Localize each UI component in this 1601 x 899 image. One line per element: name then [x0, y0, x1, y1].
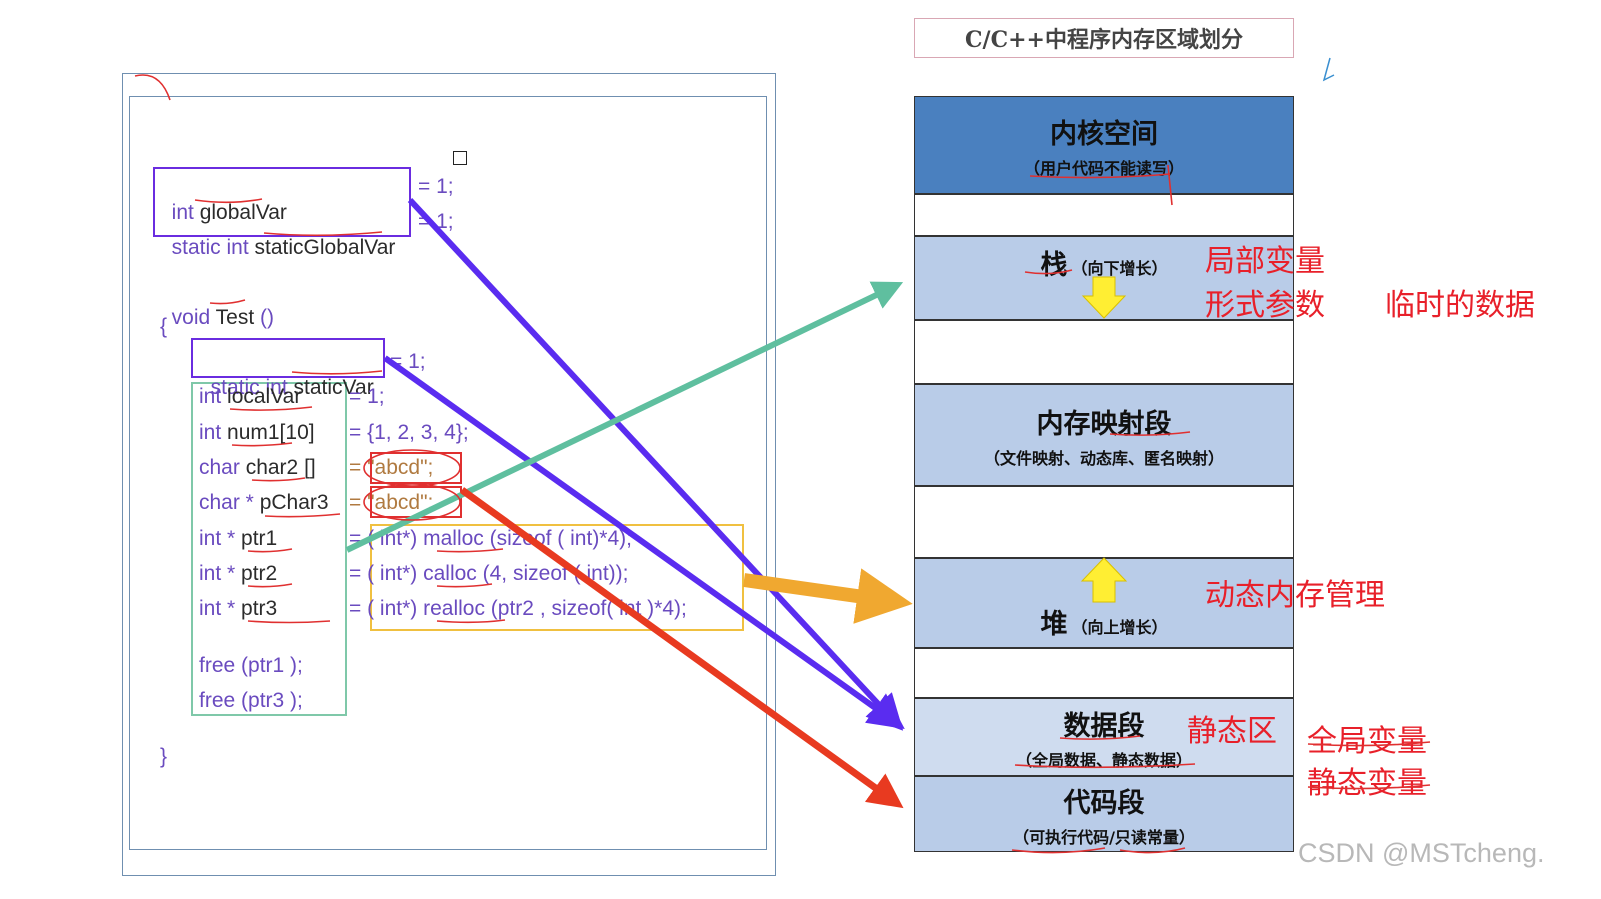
- code-identifier: Test: [215, 306, 255, 329]
- note-local-vars: 局部变量: [1205, 244, 1325, 279]
- code-line-static-global-var: static int staticGlobalVar: [160, 209, 396, 261]
- segment-text-sub: （可执行代码/只读常量）: [1013, 827, 1195, 847]
- code-init-static-var: = 1;: [390, 350, 426, 373]
- code-line-pchar3: char * pChar3: [199, 490, 329, 516]
- code-type: char: [199, 456, 240, 479]
- segment-data-sub: （全局数据、静态数据）: [1015, 750, 1192, 770]
- code-type: int *: [199, 527, 236, 550]
- code-close-brace: }: [160, 745, 168, 768]
- code-init-pchar3: = "abcd";: [349, 491, 434, 514]
- diagram-title: C/C++中程序内存区域划分: [965, 27, 1243, 53]
- code-line-num1: int num1[10]: [199, 420, 315, 446]
- segment-gap-2: [914, 320, 1294, 384]
- code-type: int *: [199, 562, 236, 585]
- code-type: int: [171, 201, 194, 224]
- code-type: char *: [199, 491, 254, 514]
- code-identifier: pChar3: [259, 491, 329, 514]
- code-init-local-var: = 1;: [349, 385, 385, 408]
- checkbox-marker: [453, 151, 467, 165]
- segment-mmap: 内存映射段 （文件映射、动态库、匿名映射）: [914, 384, 1294, 486]
- code-init-ptr3: = ( int*) realloc (ptr2 , sizeof( int )*…: [349, 597, 687, 620]
- segment-text-title: 代码段: [1063, 787, 1145, 819]
- note-temp-data: 临时的数据: [1385, 288, 1535, 323]
- code-identifier: localVar: [227, 385, 302, 408]
- code-type: int *: [199, 597, 236, 620]
- code-init-ptr2: = ( int*) calloc (4, sizeof ( int));: [349, 562, 629, 585]
- segment-gap-1: [914, 194, 1294, 236]
- code-identifier: char2 []: [245, 456, 316, 479]
- note-global-vars: 全局变量: [1307, 724, 1427, 759]
- code-type: static int: [171, 236, 249, 259]
- code-init-ptr1: = ( int*) malloc (sizeof ( int)*4);: [349, 527, 632, 550]
- segment-kernel: 内核空间 （用户代码不能读写）: [914, 96, 1294, 194]
- code-identifier: ptr1: [241, 527, 278, 550]
- code-line-ptr3: int * ptr3: [199, 596, 277, 622]
- segment-mmap-sub: （文件映射、动态库、匿名映射）: [983, 448, 1224, 468]
- code-line-ptr1: int * ptr1: [199, 526, 277, 552]
- blue-tick-mark: [1322, 57, 1335, 82]
- segment-gap-4: [914, 648, 1294, 698]
- note-params: 形式参数: [1205, 288, 1325, 323]
- code-init-static-global-var: = 1;: [418, 210, 454, 233]
- code-identifier: globalVar: [199, 201, 287, 224]
- segment-data: 数据段 （全局数据、静态数据）: [914, 698, 1294, 776]
- segment-kernel-title: 内核空间: [1050, 118, 1158, 150]
- code-line-free-ptr3: free (ptr3 );: [199, 689, 303, 712]
- code-line-char2: char char2 []: [199, 455, 316, 481]
- code-type: int: [199, 385, 222, 408]
- code-open-brace: {: [160, 315, 168, 338]
- code-init-char2: = "abcd";: [349, 456, 434, 479]
- code-line-global-var: int globalVar: [160, 174, 287, 226]
- code-line-ptr2: int * ptr2: [199, 561, 277, 587]
- code-identifier: num1[10]: [227, 421, 315, 444]
- code-init-num1: = {1, 2, 3, 4};: [349, 421, 469, 444]
- code-func-signature: void Test (): [160, 279, 274, 331]
- segment-text: 代码段 （可执行代码/只读常量）: [914, 776, 1294, 852]
- code-identifier: staticGlobalVar: [254, 236, 396, 259]
- segment-data-title: 数据段: [1063, 710, 1145, 742]
- segment-mmap-title: 内存映射段: [1036, 408, 1172, 440]
- note-static-area: 静态区: [1187, 714, 1277, 749]
- watermark: CSDN @MSTcheng.: [1298, 838, 1545, 868]
- code-type: static int: [210, 376, 288, 399]
- segment-heap-title: 堆: [1040, 609, 1068, 640]
- code-type: void: [171, 306, 211, 329]
- segment-heap-sub: （向上增长）: [1071, 618, 1168, 637]
- note-dynamic-mem: 动态内存管理: [1205, 578, 1385, 613]
- code-identifier: ptr2: [241, 562, 278, 585]
- diagram-title-box: C/C++中程序内存区域划分: [914, 18, 1294, 58]
- code-line-local-var: int localVar: [199, 384, 301, 410]
- segment-kernel-sub: （用户代码不能读写）: [1023, 158, 1184, 178]
- segment-gap-3: [914, 486, 1294, 558]
- note-static-vars: 静态变量: [1307, 766, 1427, 801]
- segment-stack-title: 栈: [1040, 250, 1068, 281]
- code-type: int: [199, 421, 222, 444]
- code-line-free-ptr1: free (ptr1 );: [199, 654, 303, 677]
- code-init-global-var: = 1;: [418, 175, 454, 198]
- code-params: (): [260, 306, 275, 329]
- segment-stack-sub: （向下增长）: [1071, 259, 1168, 278]
- code-identifier: ptr3: [241, 597, 278, 620]
